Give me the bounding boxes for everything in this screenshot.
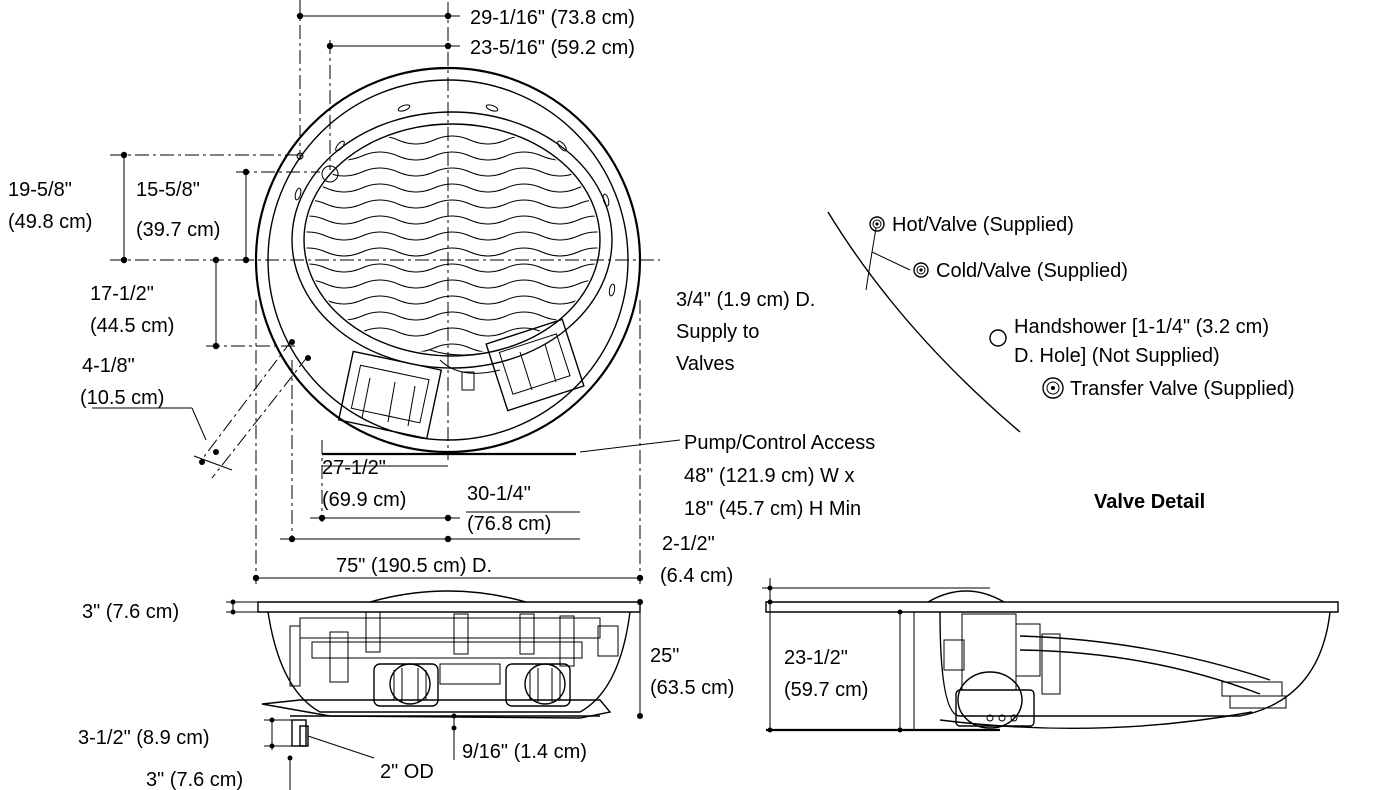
transfer-valve-label: Transfer Valve (Supplied) [1070,378,1295,400]
dim-side-height-line1: 23-1/2" [784,647,848,669]
dim-depth-b-line1: 15-5/8" [136,179,200,201]
deck-edge-arc [827,211,1021,433]
side-elevation: 2-1/2" (6.4 cm) 23-1/2" (59.7 cm) [660,533,1339,733]
cold-valve-icon [913,262,929,278]
dim-width-outer: 29-1/16" (73.8 cm) [470,7,635,29]
dim-width-inner: 23-5/16" (59.2 cm) [470,37,635,59]
handshower-label-line1: Handshower [1-1/4" (3.2 cm) [1014,316,1269,338]
pump-assembly-left [337,350,443,440]
front-shell [267,611,631,713]
side-shell [939,611,1331,717]
dim-foot-height: 9/16" (1.4 cm) [462,741,587,763]
valve-detail-caption: Valve Detail [1094,491,1205,513]
front-rim [257,601,641,613]
pump-access-title: Pump/Control Access [684,432,875,454]
dim-depth-d-line2: (10.5 cm) [80,387,164,409]
side-rim [765,601,1339,613]
transfer-valve-icon [1042,377,1064,399]
tub-outer-rim [254,66,642,454]
handshower-hole-icon [989,329,1007,347]
dim-overall-height-line2: (63.5 cm) [650,677,734,699]
dim-depth-c-line2: (44.5 cm) [90,315,174,337]
pump-access-width: 48" (121.9 cm) W x [684,465,854,487]
dim-drain-height: 3" (7.6 cm) [146,769,243,790]
dim-width-e-line1: 27-1/2" [322,457,386,479]
dim-rim-height: 3" (7.6 cm) [82,601,179,623]
front-elevation: 3" (7.6 cm) 25" (63.5 cm) 3-1/2" (8.9 cm… [78,590,734,790]
dim-depth-d-line1: 4-1/8" [82,355,135,377]
valve-detail: Hot/Valve (Supplied) Cold/Valve (Supplie… [827,211,1295,513]
pump-access-height: 18" (45.7 cm) H Min [684,498,861,520]
dim-base-height: 3-1/2" (8.9 cm) [78,727,210,749]
supply-line1: 3/4" (1.9 cm) D. [676,289,815,311]
dim-depth-c-line1: 17-1/2" [90,283,154,305]
dim-depth-a-line2: (49.8 cm) [8,211,92,233]
drain-pipe [291,719,307,747]
side-plumbing [943,613,1287,729]
dim-side-rim-line2: (6.4 cm) [660,565,733,587]
dim-width-e-line2: (69.9 cm) [322,489,406,511]
handshower-label-line2: D. Hole] (Not Supplied) [1014,345,1220,367]
dim-depth-b-line2: (39.7 cm) [136,219,220,241]
supply-line3: Valves [676,353,735,375]
cold-valve-label: Cold/Valve (Supplied) [936,260,1128,282]
dim-width-f-line1: 30-1/4" [467,483,531,505]
hot-valve-label: Hot/Valve (Supplied) [892,214,1074,236]
dim-drain-od: 2" OD [380,761,434,783]
dim-depth-a-line1: 19-5/8" [8,179,72,201]
dim-side-rim-line1: 2-1/2" [662,533,715,555]
dim-side-height-line2: (59.7 cm) [784,679,868,701]
supply-line2: Supply to [676,321,759,343]
front-plumbing [289,611,619,707]
hot-valve-icon [869,216,885,232]
dim-width-f-line2: (76.8 cm) [467,513,551,535]
dim-overall-height-line1: 25" [650,645,679,667]
pump-assembly-right [485,318,585,412]
dim-diameter: 75" (190.5 cm) D. [336,555,492,577]
water-waves [290,0,614,4]
top-view: 29-1/16" (73.8 cm) 23-5/16" (59.2 cm) 19… [8,0,681,584]
tub-inner-rim [267,79,629,441]
